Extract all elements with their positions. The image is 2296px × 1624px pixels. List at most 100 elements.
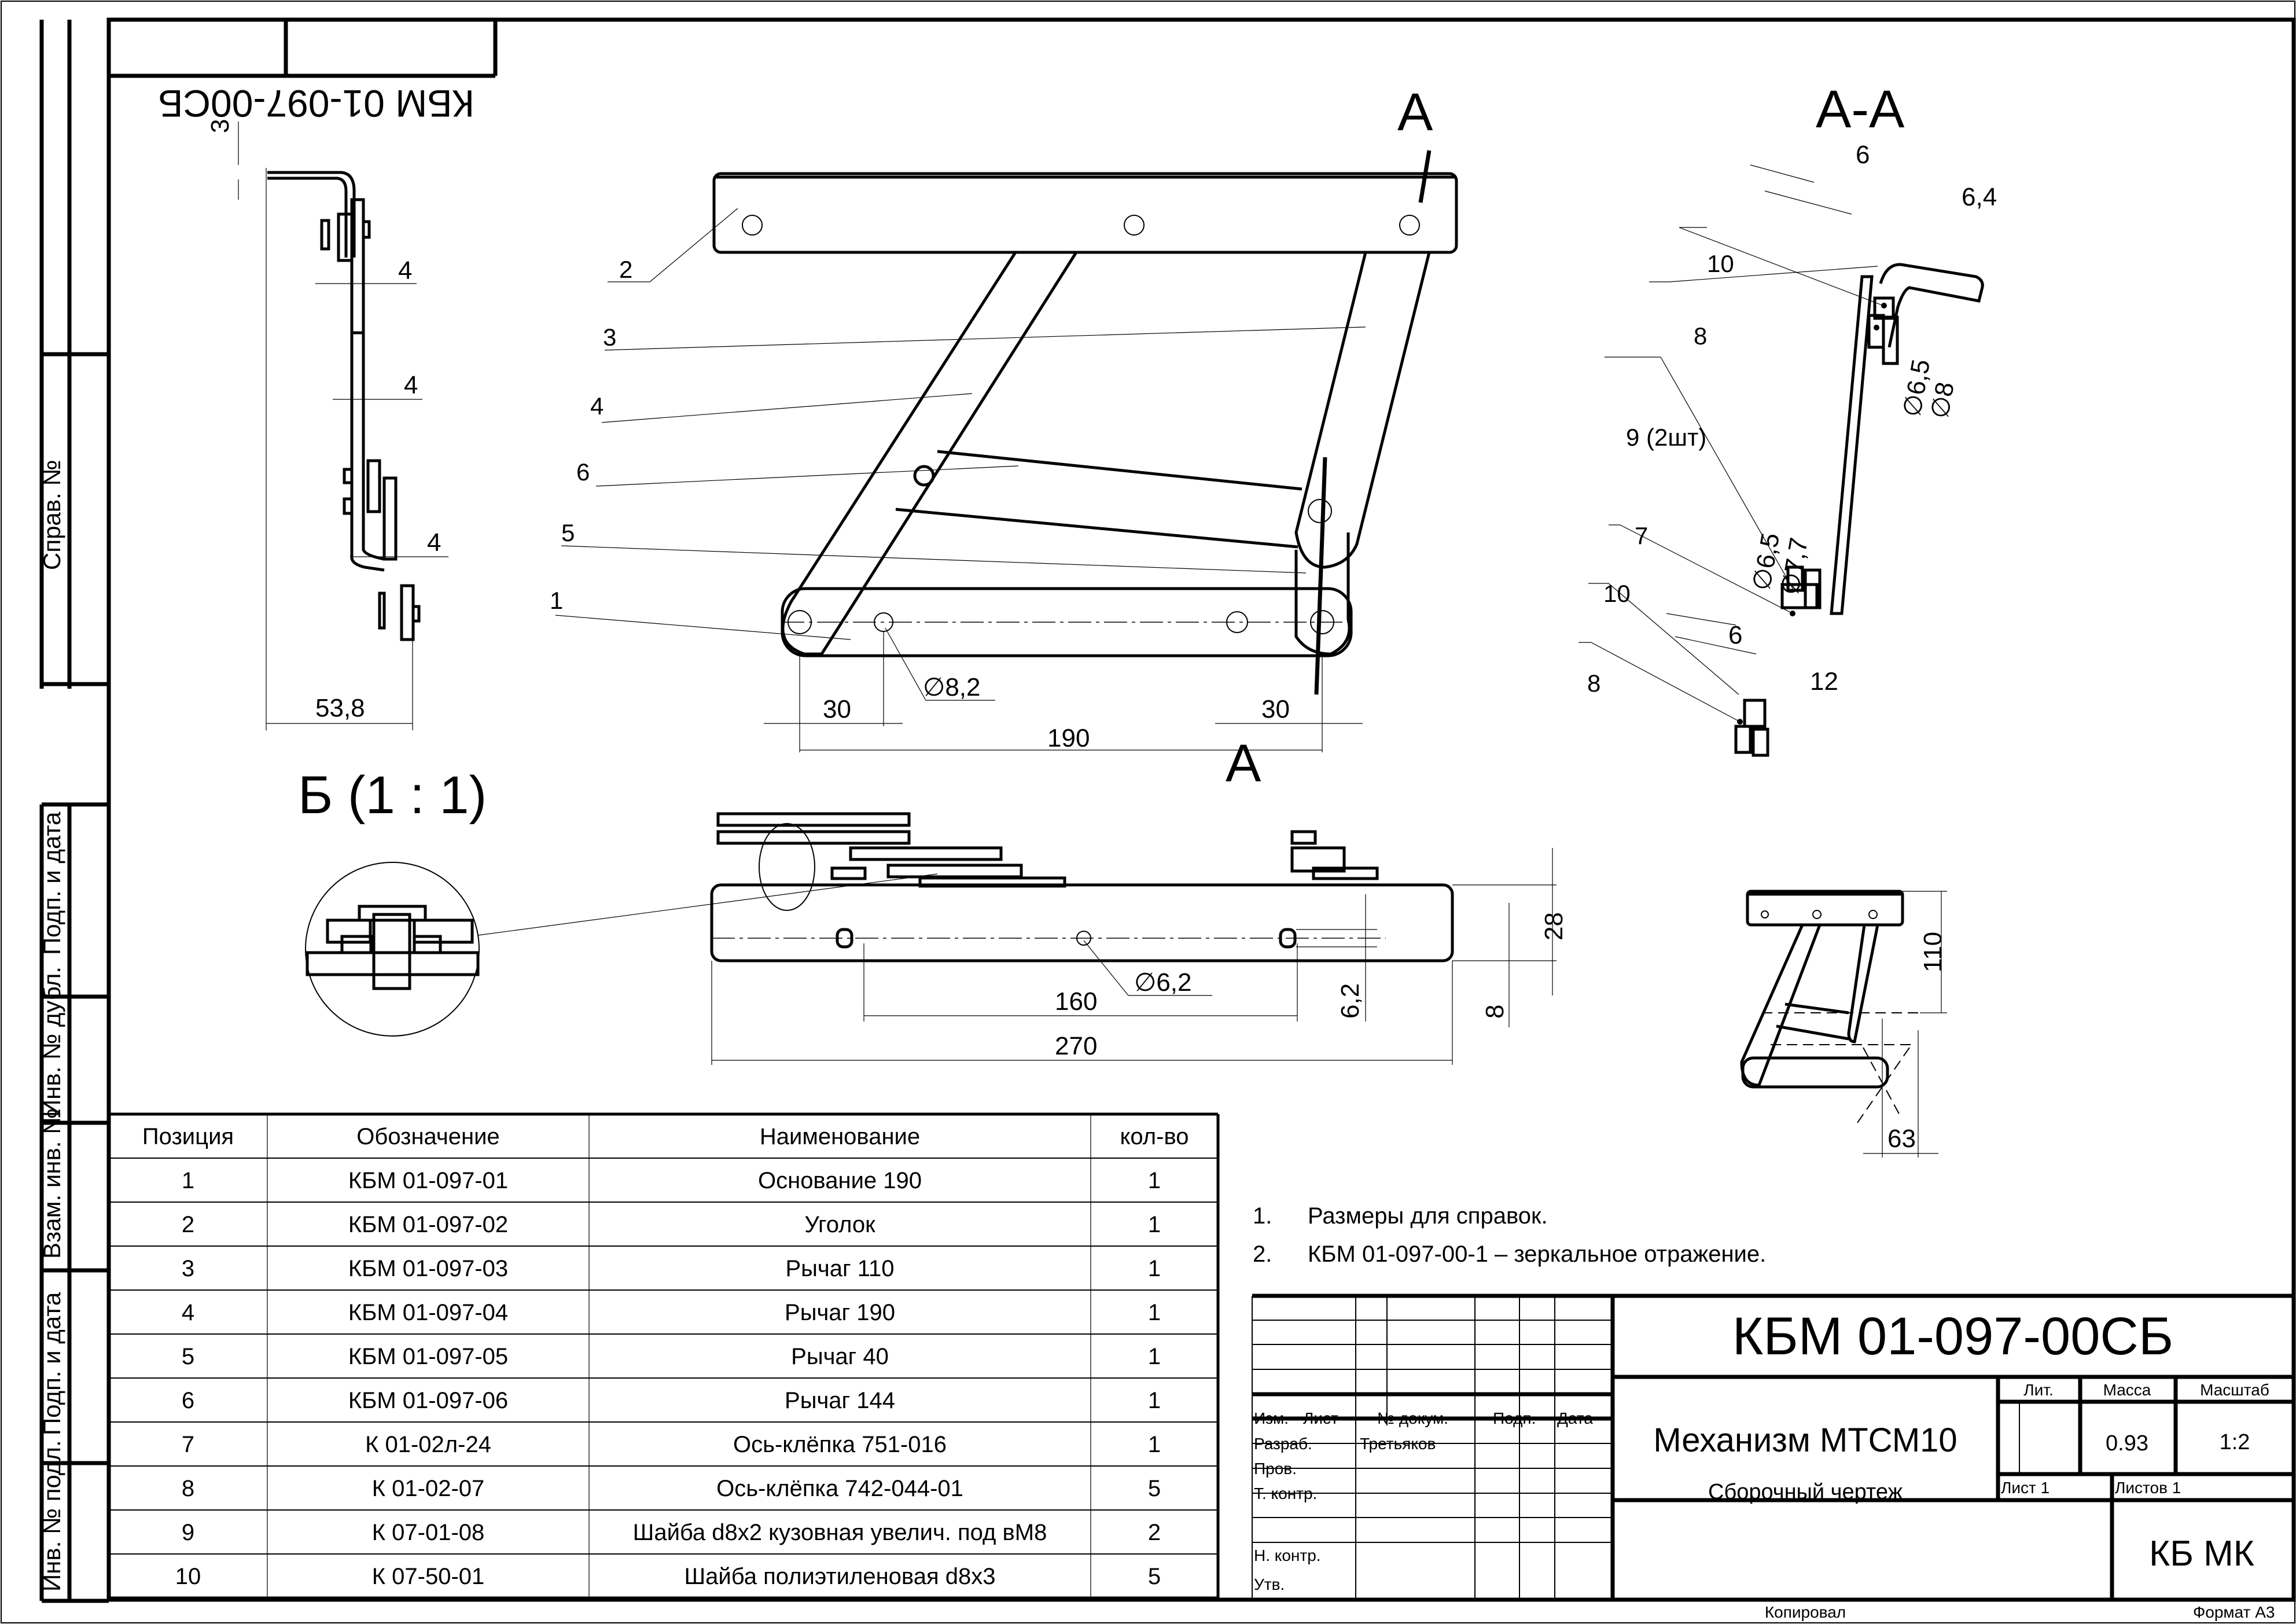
table-cell-col-designation: КБМ 01-097-06 (348, 1388, 508, 1413)
front-view: А А 2 3 4 6 5 1 30 30 190 ∅8,2 (550, 83, 1458, 793)
dim-t1: 4 (398, 256, 412, 285)
role-n-kontr: Н. контр. (1254, 1546, 1321, 1564)
table-cell-col-designation: КБМ 01-097-03 (348, 1256, 508, 1281)
table-cell-col-qty: 1 (1148, 1432, 1161, 1457)
dim-hole-6-2: ∅6,2 (1134, 968, 1192, 997)
title-doc-type: Сборочный чертеж (1708, 1480, 1903, 1504)
rotated-stamp: КБМ 01-097-00СБ (106, 17, 498, 125)
detail-title: Б (1 : 1) (298, 766, 487, 825)
table-row: 3 КБМ 01-097-03 Рычаг 110 1 (182, 1256, 1161, 1281)
side-field-inv-podl: Инв. № подл. (38, 1440, 65, 1592)
dim-left-30: 30 (823, 695, 851, 723)
top-view: 160 270 ∅6,2 6,2 28 8 (710, 812, 1568, 1065)
section-callout-9: 9 (2шт) (1626, 424, 1706, 451)
table-cell-col-qty: 1 (1148, 1212, 1161, 1237)
section-dim-6-bottom: 6 (1728, 621, 1742, 649)
copied-label: Копировал (1765, 1603, 1846, 1621)
table-header-col-name: Наименование (760, 1124, 920, 1149)
section-callout-10-top: 10 (1707, 250, 1734, 277)
title-designation: КБМ 01-097-00СБ (1732, 1307, 2173, 1366)
table-cell-col-qty: 5 (1148, 1564, 1161, 1589)
callout-3: 3 (603, 324, 616, 351)
table-cell-col-name: Рычаг 190 (785, 1300, 895, 1325)
table-cell-col-position: 1 (182, 1168, 194, 1193)
notes: 1. Размеры для справок. 2. КБМ 01-097-00… (1253, 1203, 1766, 1267)
dim-right-30: 30 (1261, 695, 1290, 723)
note-1-text: Размеры для справок. (1308, 1203, 1548, 1229)
mass-value: 0.93 (2106, 1431, 2148, 1456)
table-cell-col-qty: 1 (1148, 1256, 1161, 1281)
table-cell-col-designation: К 01-02-07 (372, 1476, 485, 1501)
note-2-text: КБМ 01-097-00-1 – зеркальное отражение. (1308, 1241, 1766, 1267)
left-view: 3 4 4 4 53,8 (206, 119, 448, 730)
section-callout-7: 7 (1635, 522, 1648, 549)
dim-offset-8: 8 (1481, 1005, 1509, 1019)
title-block: КБМ 01-097-00СБ Механизм МТСМ10 Сборочны… (1252, 1294, 2294, 1621)
detail-view: Б (1 : 1) (298, 766, 938, 1037)
table-cell-col-designation: К 07-50-01 (372, 1564, 485, 1589)
callout-6: 6 (576, 458, 590, 486)
section-callout-10-bottom: 10 (1603, 580, 1631, 607)
side-field-sprav: Справ. № (38, 460, 65, 571)
table-header-col-qty: кол-во (1120, 1124, 1189, 1149)
folded-view: 110 63 (1740, 890, 1947, 1158)
title-name: Механизм МТСМ10 (1653, 1421, 1957, 1459)
table-cell-col-qty: 1 (1148, 1300, 1161, 1325)
sheet-number: Лист 1 (2001, 1479, 2050, 1497)
section-callout-8-top: 8 (1694, 322, 1707, 350)
table-cell-col-name: Рычаг 110 (786, 1256, 895, 1281)
dim-hole-8-2: ∅8,2 (923, 673, 981, 701)
dim-length-270: 270 (1055, 1032, 1097, 1060)
callout-4: 4 (590, 392, 604, 420)
mass-label: Масса (2103, 1381, 2151, 1399)
table-cell-col-designation: КБМ 01-097-02 (348, 1212, 508, 1237)
rev-header-data: Дата (1557, 1409, 1593, 1427)
table-cell-col-position: 3 (182, 1256, 194, 1281)
table-cell-col-designation: К 01-02л-24 (365, 1432, 491, 1457)
table-header-col-position: Позиция (142, 1124, 234, 1149)
sheets-total: Листов 1 (2115, 1479, 2181, 1497)
table-cell-col-name: Основание 190 (758, 1168, 922, 1193)
role-razrab: Разраб. (1254, 1435, 1312, 1453)
dim-slots-160: 160 (1055, 987, 1097, 1016)
callout-2: 2 (619, 256, 632, 283)
side-field-inv-dubl: Инв. № дубл. (38, 967, 65, 1117)
dim-flange: 3 (206, 119, 234, 133)
dim-width: 53,8 (315, 694, 365, 722)
table-cell-col-qty: 1 (1148, 1344, 1161, 1369)
lit-label: Лит. (2023, 1381, 2054, 1399)
section-dim-12: 12 (1810, 667, 1838, 696)
section-dim-d8: ∅8 (1926, 380, 1960, 420)
table-cell-col-position: 8 (182, 1476, 194, 1501)
side-field-podp1: Подп. и дата (38, 811, 65, 955)
dim-slot-6-2: 6,2 (1336, 983, 1364, 1019)
folded-dim-110: 110 (1919, 932, 1947, 972)
table-cell-col-name: Рычаг 40 (791, 1344, 889, 1369)
note-2-num: 2. (1253, 1241, 1272, 1267)
table-cell-col-qty: 1 (1148, 1168, 1161, 1193)
table-cell-col-position: 6 (182, 1388, 194, 1413)
table-cell-col-qty: 5 (1148, 1476, 1161, 1501)
format-label: Формат А3 (2193, 1603, 2275, 1621)
callout-1: 1 (550, 587, 563, 614)
table-cell-col-position: 10 (175, 1564, 201, 1589)
side-field-vzam: Взам. инв. № (38, 1108, 65, 1259)
section-mark-top: А (1397, 83, 1433, 142)
scale-value: 1:2 (2220, 1430, 2250, 1454)
callout-5: 5 (561, 519, 575, 546)
table-cell-col-designation: К 07-01-08 (372, 1520, 485, 1545)
role-utv: Утв. (1254, 1575, 1285, 1593)
scale-label: Масштаб (2200, 1381, 2269, 1399)
table-cell-col-name: Ось-клёпка 742-044-01 (716, 1476, 963, 1501)
table-cell-col-position: 5 (182, 1344, 194, 1369)
table-cell-col-qty: 2 (1148, 1520, 1161, 1545)
role-t-kontr: Т. контр. (1254, 1485, 1317, 1502)
